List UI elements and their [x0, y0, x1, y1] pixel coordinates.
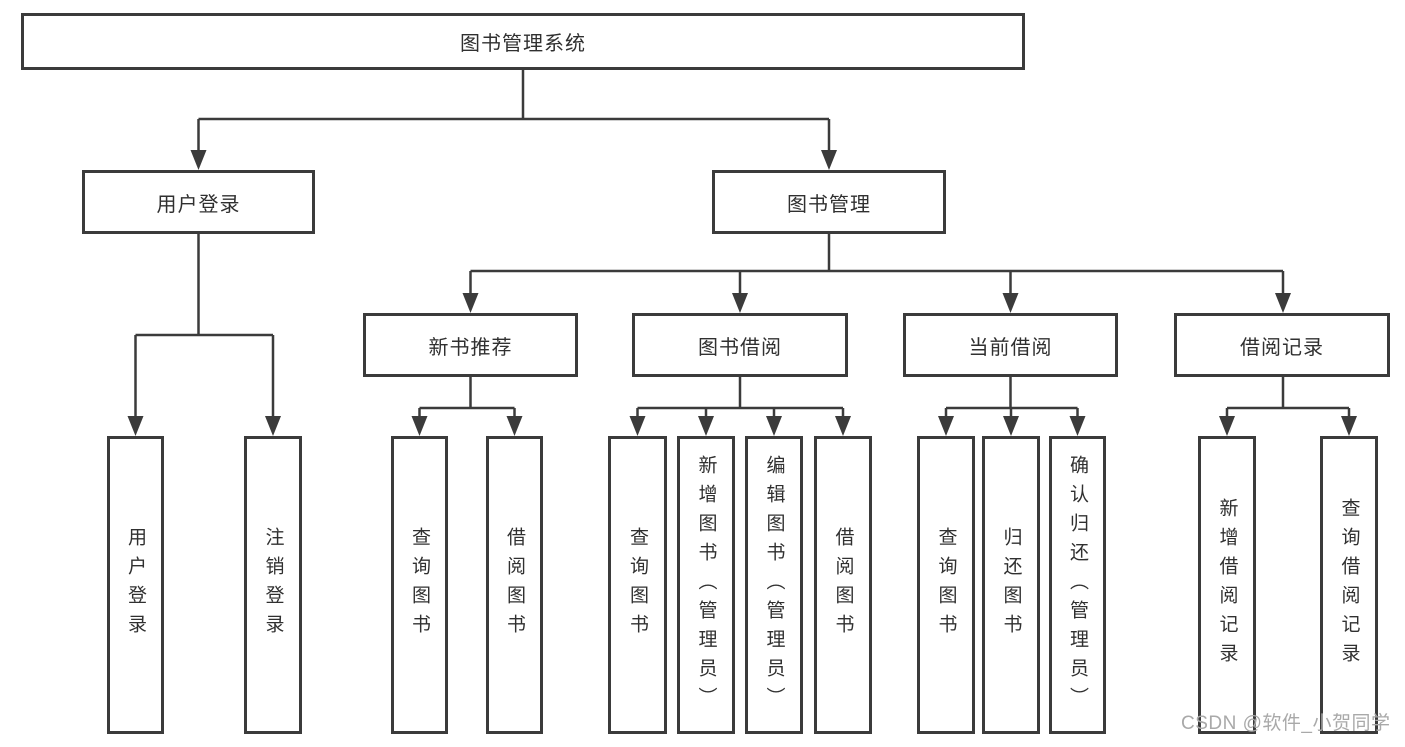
node-label: 新增图书（管理员） — [695, 454, 717, 716]
node-label: 注销登录 — [262, 527, 284, 643]
node-label: 新增借阅记录 — [1216, 498, 1238, 672]
leaf-edit-book-admin: 编辑图书（管理员） — [745, 436, 803, 734]
leaf-query-book: 查询图书 — [391, 436, 448, 734]
node-label: 图书管理 — [787, 193, 871, 216]
node-label: 用户登录 — [156, 193, 241, 216]
node-label: 用户登录 — [125, 527, 146, 643]
node-label: 图书管理系统 — [460, 33, 586, 55]
node-label: 查询图书 — [935, 527, 957, 643]
node-library-system: 图书管理系统 — [21, 13, 1025, 70]
node-label: 借阅图书 — [504, 527, 525, 643]
node-label: 借阅记录 — [1240, 336, 1324, 359]
node-label: 编辑图书（管理员） — [763, 454, 785, 716]
node-label: 查询图书 — [409, 527, 430, 643]
node-book-management: 图书管理 — [712, 170, 946, 234]
node-label: 图书借阅 — [698, 336, 782, 359]
node-label: 当前借阅 — [968, 336, 1053, 359]
watermark: CSDN @软件_小贺同学 — [1181, 713, 1391, 734]
leaf-logout: 注销登录 — [244, 436, 302, 734]
leaf-add-book-admin: 新增图书（管理员） — [677, 436, 735, 734]
leaf-return-book: 归还图书 — [982, 436, 1040, 734]
node-label: 借阅图书 — [832, 527, 854, 643]
node-label: 查询图书 — [627, 527, 648, 643]
node-label: 归还图书 — [1000, 527, 1022, 643]
node-book-borrow: 图书借阅 — [632, 313, 848, 377]
leaf-query-book: 查询图书 — [917, 436, 975, 734]
leaf-confirm-return-admin: 确认归还（管理员） — [1049, 436, 1106, 734]
leaf-borrow-book: 借阅图书 — [486, 436, 543, 734]
node-label: 确认归还（管理员） — [1067, 454, 1088, 716]
leaf-query-borrow-record: 查询借阅记录 — [1320, 436, 1378, 734]
leaf-add-borrow-record: 新增借阅记录 — [1198, 436, 1256, 734]
node-new-book-recommend: 新书推荐 — [363, 313, 578, 377]
leaf-borrow-book: 借阅图书 — [814, 436, 872, 734]
node-label: 新书推荐 — [428, 336, 513, 359]
leaf-user-login: 用户登录 — [107, 436, 164, 734]
leaf-query-book: 查询图书 — [608, 436, 667, 734]
node-borrow-records: 借阅记录 — [1174, 313, 1390, 377]
node-user-login: 用户登录 — [82, 170, 315, 234]
node-current-borrow: 当前借阅 — [903, 313, 1118, 377]
node-label: 查询借阅记录 — [1338, 498, 1360, 672]
